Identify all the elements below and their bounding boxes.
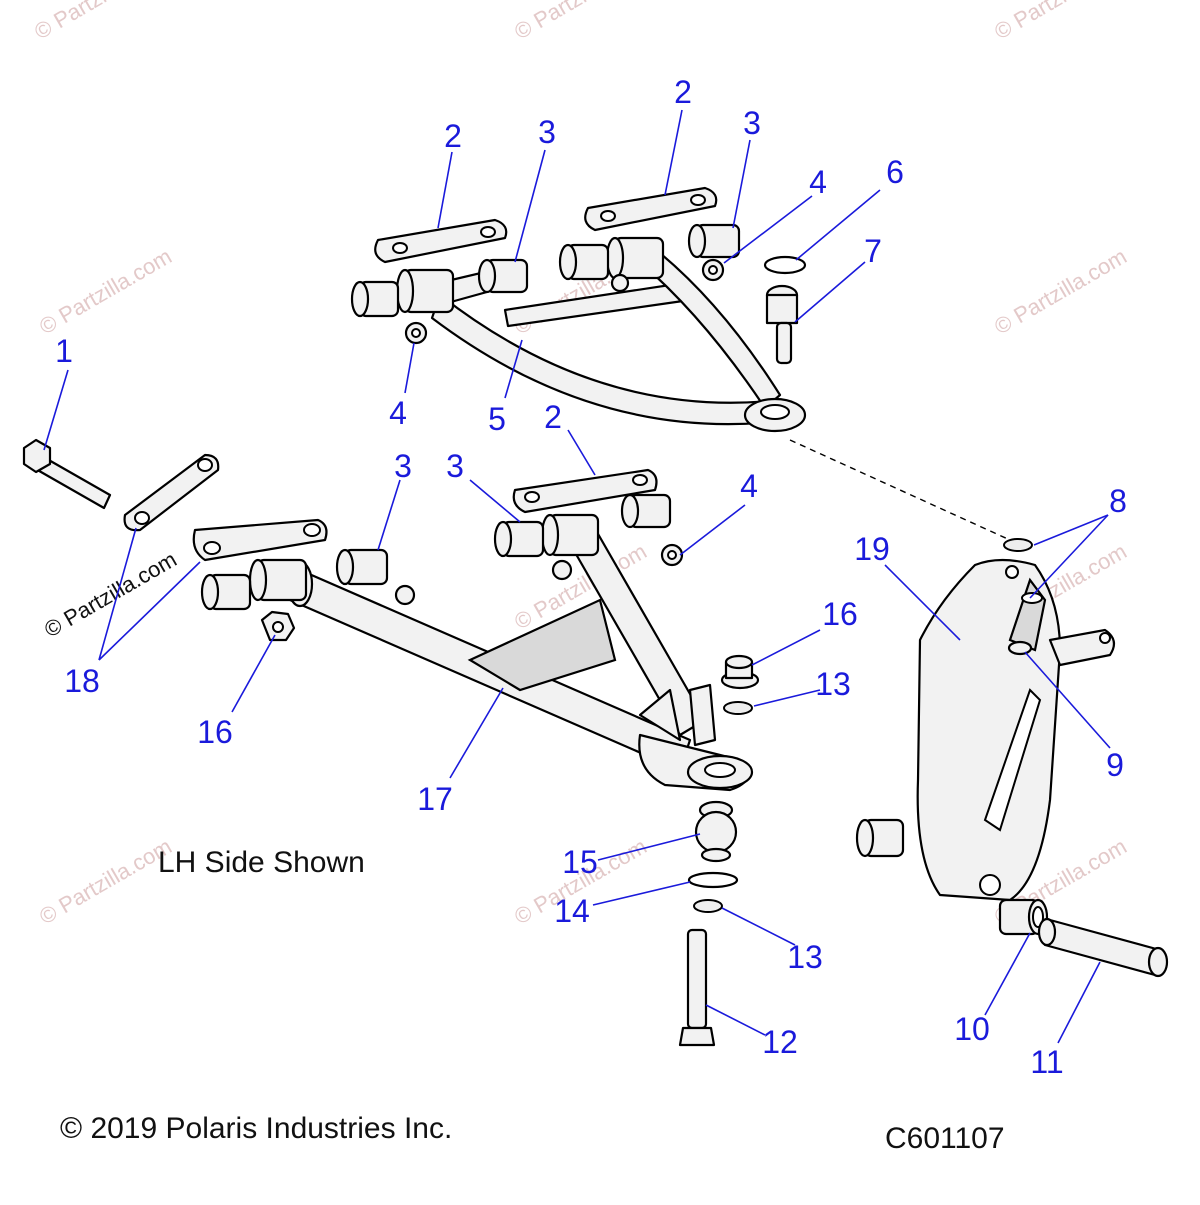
watermark: © Partzilla.com bbox=[990, 244, 1131, 340]
flange-nut bbox=[260, 610, 296, 642]
callout-11: 11 bbox=[1030, 1044, 1063, 1080]
callout-18: 18 bbox=[64, 663, 100, 699]
callout-16: 16 bbox=[822, 596, 858, 632]
callout-15: 15 bbox=[562, 844, 598, 880]
upper-ball-joint bbox=[765, 284, 799, 365]
callout-3: 3 bbox=[743, 105, 761, 141]
watermark: © Partzilla.com bbox=[990, 0, 1131, 44]
callout-19: 19 bbox=[854, 531, 890, 567]
callout-2: 2 bbox=[544, 399, 562, 435]
nut bbox=[394, 584, 416, 606]
flange-nut bbox=[720, 654, 760, 690]
watermark: © Partzilla.com bbox=[510, 0, 651, 44]
callout-5: 5 bbox=[488, 401, 506, 437]
nut bbox=[404, 321, 428, 345]
callout-16: 16 bbox=[197, 714, 233, 750]
pivot-plate bbox=[123, 453, 220, 532]
callout-12: 12 bbox=[762, 1024, 798, 1060]
upper-a-arm bbox=[350, 223, 807, 433]
watermark: © Partzilla.com bbox=[35, 834, 176, 930]
callout-labels: 1 2 2 2 3 3 3 3 4 4 4 5 6 7 8 9 10 11 12… bbox=[55, 74, 1127, 1080]
pivot-plate bbox=[584, 186, 718, 232]
lower-bolt bbox=[678, 928, 716, 1047]
washer bbox=[1003, 538, 1033, 552]
snap-ring bbox=[687, 871, 739, 889]
callout-3: 3 bbox=[538, 114, 556, 150]
nut bbox=[610, 273, 630, 293]
leader-lines bbox=[43, 109, 1111, 1044]
callout-7: 7 bbox=[864, 233, 882, 269]
view-label: LH Side Shown bbox=[158, 846, 365, 879]
callout-6: 6 bbox=[886, 154, 904, 190]
copyright-notice: © 2019 Polaris Industries Inc. bbox=[60, 1112, 452, 1145]
nut bbox=[660, 543, 684, 567]
callout-2: 2 bbox=[674, 74, 692, 110]
callout-4: 4 bbox=[809, 164, 827, 200]
nut bbox=[551, 559, 573, 581]
callout-3: 3 bbox=[446, 448, 464, 484]
snap-ring bbox=[763, 255, 807, 275]
assembly-line bbox=[789, 439, 1011, 541]
callout-10: 10 bbox=[954, 1011, 990, 1047]
callout-8: 8 bbox=[1109, 483, 1127, 519]
callout-13: 13 bbox=[787, 939, 823, 975]
callout-1: 1 bbox=[55, 333, 73, 369]
steering-knuckle bbox=[916, 558, 1116, 902]
watermark: © Partzilla.com bbox=[30, 0, 171, 44]
callout-2: 2 bbox=[444, 118, 462, 154]
lower-a-arm bbox=[192, 468, 754, 792]
washer bbox=[723, 701, 753, 715]
callout-4: 4 bbox=[389, 395, 407, 431]
washer bbox=[693, 899, 723, 913]
callout-9: 9 bbox=[1106, 747, 1124, 783]
watermark-dark: © Partzilla.com bbox=[40, 547, 181, 643]
callout-13: 13 bbox=[815, 666, 851, 702]
callout-14: 14 bbox=[554, 893, 590, 929]
pivot-plate bbox=[374, 218, 508, 264]
diagram-code: C601107 bbox=[885, 1122, 1005, 1155]
callout-3: 3 bbox=[394, 448, 412, 484]
knuckle-sleeve bbox=[1037, 917, 1169, 978]
callout-17: 17 bbox=[417, 781, 453, 817]
watermark: © Partzilla.com bbox=[35, 244, 176, 340]
lower-ball-joint bbox=[694, 800, 738, 863]
nut bbox=[701, 258, 725, 282]
pivot-bolt bbox=[22, 438, 112, 510]
callout-4: 4 bbox=[740, 468, 758, 504]
bushing bbox=[855, 818, 905, 858]
